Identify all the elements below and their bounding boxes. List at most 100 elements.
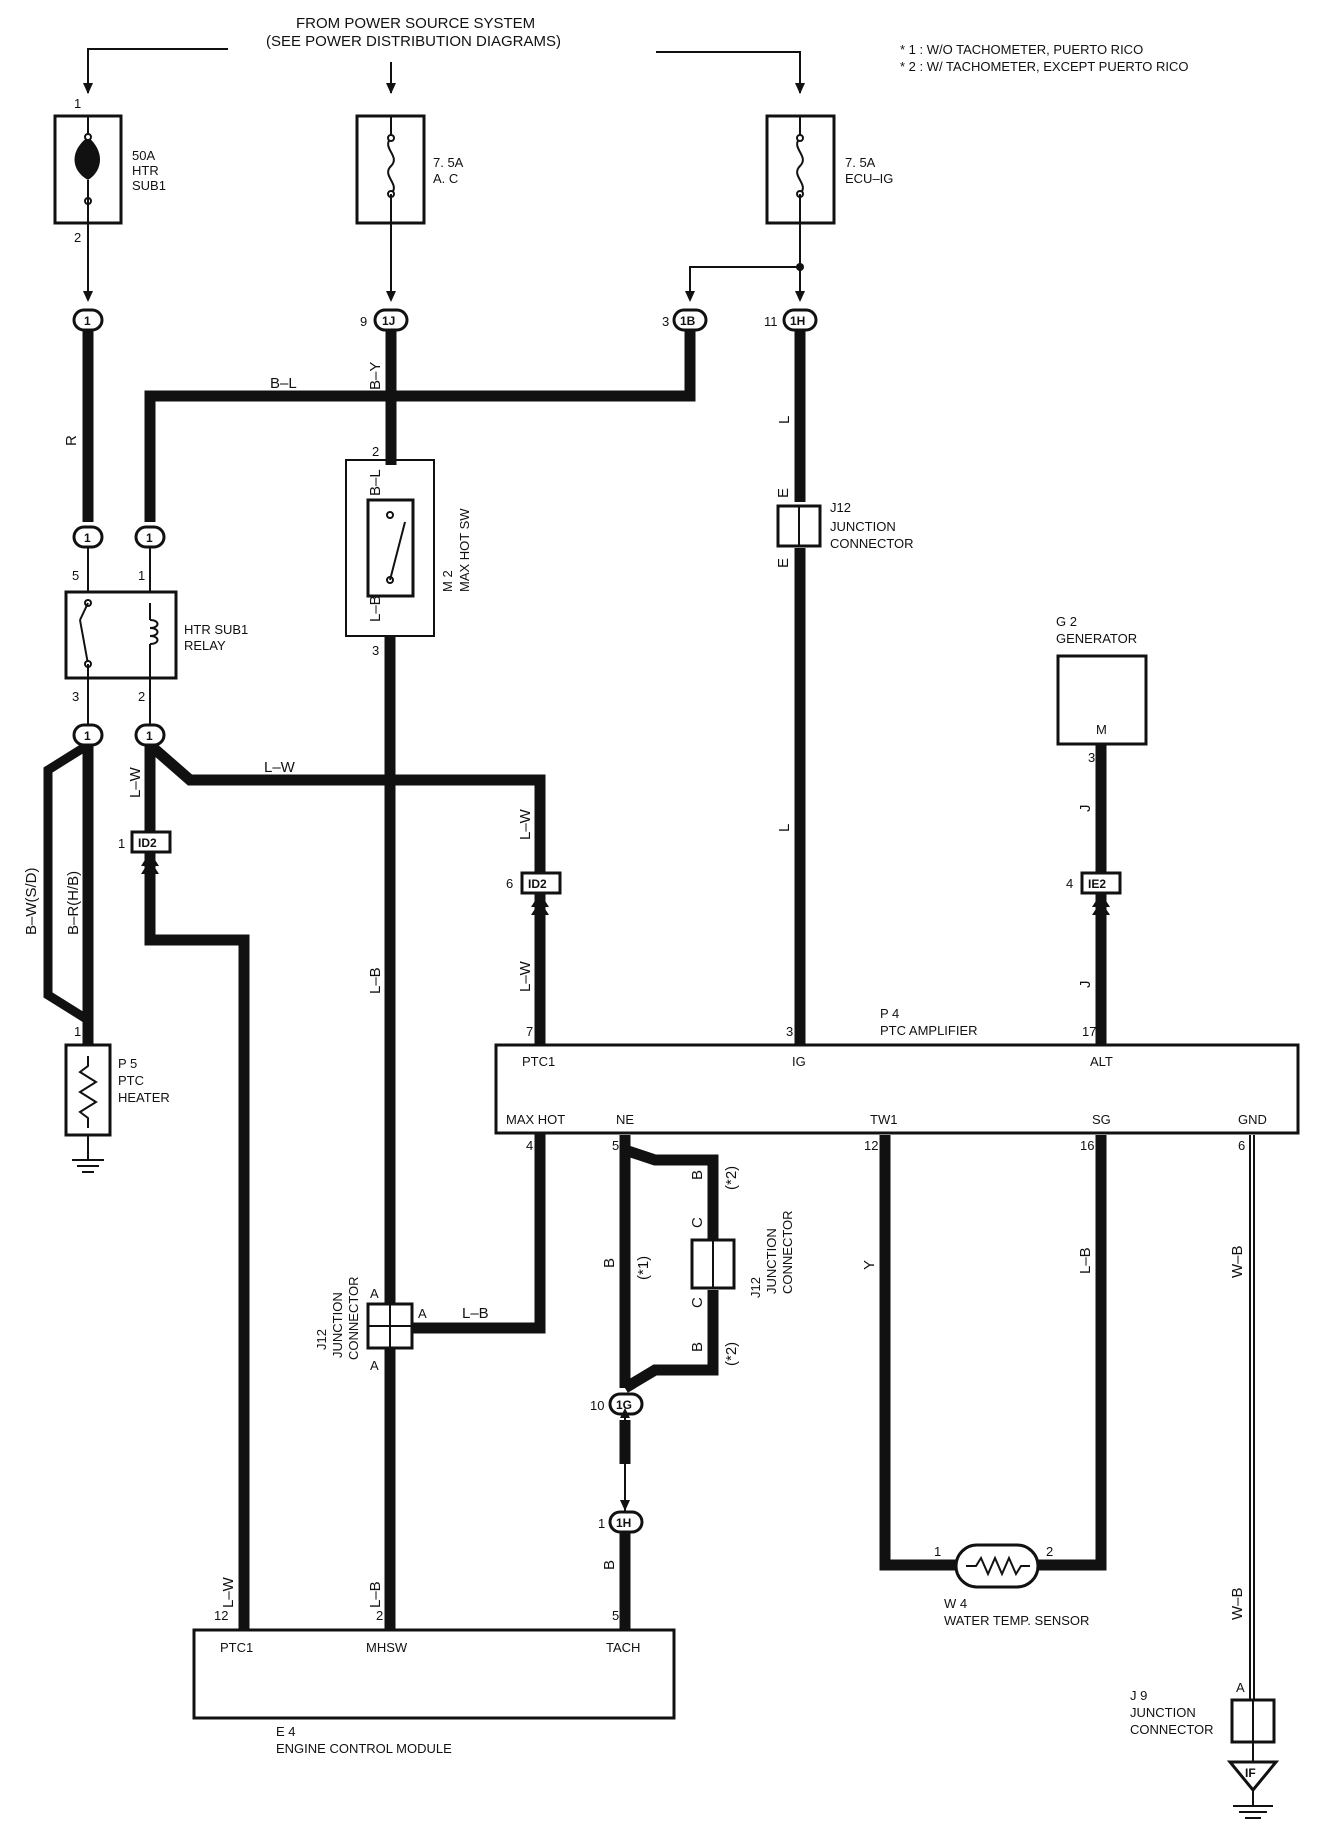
wire-label-l-mid: L [776,824,793,832]
power-source-subtitle: (SEE POWER DISTRIBUTION DIAGRAMS) [266,33,561,50]
j12-ne-id: J12 [748,1277,763,1298]
wire-label-wb-2: W–B [1229,1587,1246,1620]
svg-text:3: 3 [1088,750,1095,765]
j9-id: J 9 [1130,1688,1147,1703]
svg-text:5: 5 [72,568,79,583]
j12-upper-name1: JUNCTION [830,519,896,534]
svg-text:1H: 1H [616,1516,631,1530]
svg-text:A: A [370,1286,379,1301]
wire-label-j-gen2: J [1077,981,1094,989]
j12-upper-name2: CONNECTOR [830,536,914,551]
j9-name1: JUNCTION [1130,1705,1196,1720]
fuse-htr-sub1: 1 2 [53,96,123,245]
j12-lower-id: J12 [314,1329,329,1350]
svg-text:3: 3 [72,689,79,704]
svg-text:MHSW: MHSW [366,1640,408,1655]
wire-label-lb-sg: L–B [1077,1247,1094,1274]
svg-text:1B: 1B [680,314,696,328]
svg-text:2: 2 [376,1608,383,1623]
svg-text:10: 10 [590,1398,604,1413]
wire-label-lw-ecm: L–W [220,1576,237,1608]
wire-label-b-top: B [689,1170,706,1180]
svg-text:5: 5 [612,1138,619,1153]
wire-label-bws: B–W(S/D) [23,867,40,935]
svg-text:PTC1: PTC1 [522,1054,555,1069]
j12-ne-name2: CONNECTOR [780,1210,795,1294]
svg-text:6: 6 [1238,1138,1245,1153]
svg-text:12: 12 [214,1608,228,1623]
svg-text:2: 2 [74,230,81,245]
wire-label-lw-relay: L–W [127,766,144,798]
svg-text:12: 12 [864,1138,878,1153]
svg-text:GND: GND [1238,1112,1267,1127]
svg-text:IG: IG [792,1054,806,1069]
svg-text:6: 6 [506,876,513,891]
wire-label-b-ne: B [601,1258,618,1268]
wire-label-bl: B–L [270,375,297,392]
j12-lower-name1: JUNCTION [330,1292,345,1358]
svg-text:TACH: TACH [606,1640,640,1655]
fuse-htr-name2: SUB1 [132,178,166,193]
connector-1-relay-right-top: 1 [134,525,166,549]
amp-name: PTC AMPLIFIER [880,1023,978,1038]
fuse-htr-name1: HTR [132,163,159,178]
wire-label-wb-1: W–B [1229,1245,1246,1278]
sensor-id: W 4 [944,1596,967,1611]
connector-id2-left: 1 ID2 [118,830,172,874]
connector-1h-top: 11 1H [764,308,818,332]
wire-label-b-ecm: B [601,1560,618,1570]
water-temp-sensor: 1 2 [934,1543,1053,1589]
fuse-leads [83,223,805,302]
connector-1-relay-right-bottom: 1 [134,723,166,747]
svg-text:ID2: ID2 [528,877,547,891]
svg-text:GENERATOR: GENERATOR [1056,631,1137,646]
svg-text:1: 1 [74,1024,81,1039]
wire-label-l-top: L [776,416,793,424]
svg-text:1: 1 [138,568,145,583]
svg-text:4: 4 [1066,876,1073,891]
svg-text:1: 1 [118,836,125,851]
amp-id: P 4 [880,1006,899,1021]
svg-text:16: 16 [1080,1138,1094,1153]
svg-text:ALT: ALT [1090,1054,1113,1069]
j12-upper-id: J12 [830,500,851,515]
j9-name2: CONNECTOR [1130,1722,1214,1737]
svg-text:2: 2 [1046,1544,1053,1559]
sensor-name: WATER TEMP. SENSOR [944,1613,1089,1628]
svg-text:IF: IF [1245,1766,1256,1780]
svg-text:M: M [1096,722,1107,737]
svg-text:17: 17 [1082,1024,1096,1039]
wire-label-r: R [63,435,80,446]
svg-text:1: 1 [934,1544,941,1559]
svg-text:1J: 1J [382,314,395,328]
svg-text:3: 3 [372,643,379,658]
svg-text:4: 4 [526,1138,533,1153]
j9-junction-connector: A IF [1226,1680,1280,1819]
wire-label-star1: (*1) [635,1256,652,1280]
max-hot-switch: 2 3 [345,444,435,658]
svg-text:A: A [418,1306,427,1321]
htr-sub1-relay: 5 1 3 2 [64,547,178,725]
fuse-ac [355,114,426,225]
wire-label-lw-top: L–W [264,759,296,776]
svg-text:PTC1: PTC1 [220,1640,253,1655]
wire-label-b-bottom: B [689,1342,706,1352]
relay-name1: HTR SUB1 [184,622,248,637]
connector-1-relay-left-top: 1 [72,525,104,549]
svg-text:5: 5 [612,1608,619,1623]
svg-text:2: 2 [372,444,379,459]
j12-ne-name1: JUNCTION [764,1228,779,1294]
wire-label-lw-amp: L–W [517,960,534,992]
max-hot-switch-id: M 2 [440,570,455,592]
connector-id2-right: 6 ID2 [506,871,562,915]
heater-id: P 5 [118,1056,137,1071]
ecm-name: ENGINE CONTROL MODULE [276,1741,452,1756]
wire-label-lb-mid: L–B [367,967,384,994]
wire-label-by: B–Y [367,362,384,390]
svg-text:1: 1 [84,314,91,328]
svg-text:IE2: IE2 [1088,877,1106,891]
connector-1b: 3 1B [662,308,708,332]
svg-text:1H: 1H [790,314,805,328]
svg-text:TW1: TW1 [870,1112,897,1127]
